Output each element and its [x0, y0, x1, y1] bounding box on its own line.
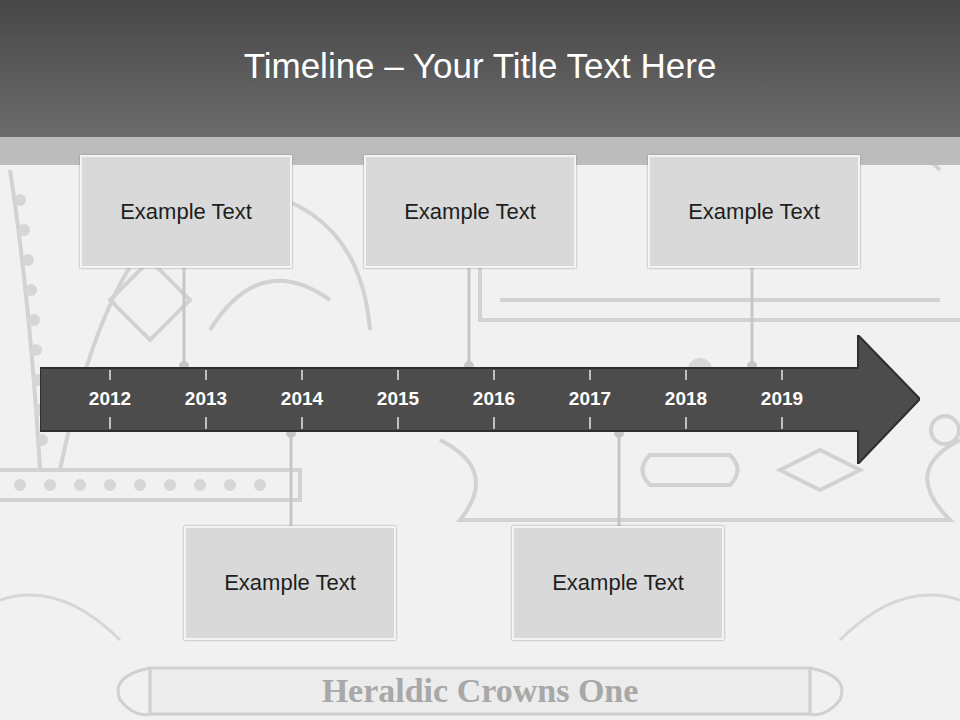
year-label: 2015	[377, 388, 419, 410]
timeline-callout-box: Example Text	[80, 155, 292, 268]
timeline-arrow: 2012 2013 2014 2015 2016 2017 2018 2019	[40, 335, 920, 464]
year-label: 2017	[569, 388, 611, 410]
year-label: 2018	[665, 388, 707, 410]
timeline-connector	[751, 268, 754, 368]
year-label: 2019	[761, 388, 803, 410]
crown-pearl	[931, 416, 959, 444]
watermark-text: Heraldic Crowns One	[316, 671, 645, 711]
timeline-connector	[468, 268, 471, 368]
ribbon-curl	[118, 668, 150, 715]
timeline-callout-box: Example Text	[364, 155, 576, 268]
year-label: 2016	[473, 388, 515, 410]
year-label: 2012	[89, 388, 131, 410]
crown-band	[210, 281, 330, 330]
callout-text: Example Text	[224, 570, 356, 596]
slide-title: Timeline – Your Title Text Here	[0, 44, 960, 88]
crown-base	[440, 440, 960, 520]
year-label: 2013	[185, 388, 227, 410]
timeline-callout-box: Example Text	[648, 155, 860, 268]
crown-jewel	[110, 260, 190, 340]
callout-text: Example Text	[688, 199, 820, 225]
arrow-body	[40, 335, 920, 464]
crown-rim	[0, 470, 300, 500]
crown-illustration	[0, 140, 960, 520]
timeline-connector	[290, 431, 293, 526]
callout-text: Example Text	[120, 199, 252, 225]
crown-jewel	[780, 450, 860, 490]
crown-arch	[10, 170, 40, 470]
ribbon-curl	[810, 668, 842, 715]
timeline-connector	[183, 268, 186, 368]
timeline-callout-box: Example Text	[512, 526, 724, 640]
header-bar	[0, 0, 960, 137]
year-label: 2014	[281, 388, 323, 410]
timeline-connector	[618, 431, 621, 526]
timeline-callout-box: Example Text	[184, 526, 396, 640]
crown-jewel	[643, 455, 738, 485]
callout-text: Example Text	[404, 199, 536, 225]
ribbon-scroll	[0, 595, 960, 640]
banner-ribbon	[150, 668, 810, 714]
crown-rim	[500, 298, 940, 302]
callout-text: Example Text	[552, 570, 684, 596]
